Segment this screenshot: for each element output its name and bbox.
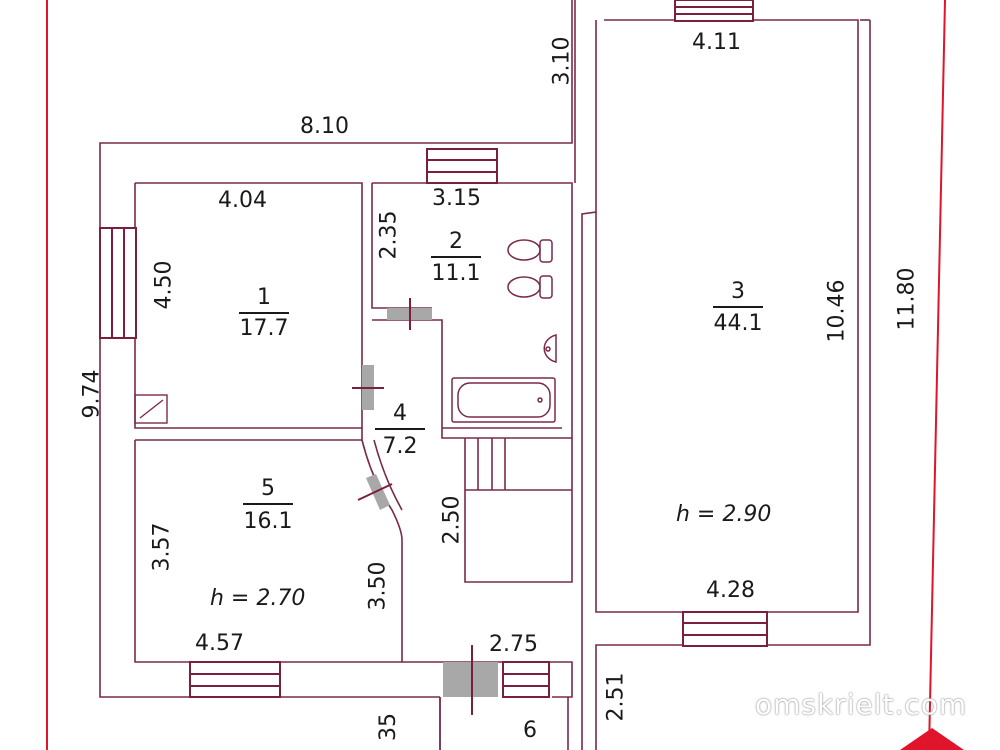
dim-4-04: 4.04 — [218, 188, 267, 213]
room-5-number: 5 — [261, 476, 275, 501]
room-2-area: 11.1 — [431, 261, 481, 286]
vent-shaft — [134, 394, 168, 424]
door-marks — [352, 298, 473, 715]
dim-3-10: 3.10 — [549, 36, 575, 86]
window-bottom-room3 — [682, 611, 768, 647]
dim-8-10: 8.10 — [300, 114, 349, 139]
bathtub — [451, 377, 556, 423]
dim-4-11: 4.11 — [692, 30, 741, 55]
dim-4-28: 4.28 — [706, 578, 755, 603]
window-top-room3 — [674, 0, 754, 22]
dim-11-80: 11.80 — [894, 267, 920, 331]
dim-2-50: 2.50 — [439, 495, 465, 545]
dim-9-74: 9.74 — [79, 369, 105, 419]
toilet-2 — [507, 275, 553, 299]
room-4-number: 4 — [393, 401, 407, 426]
room-3-divider — [713, 306, 763, 308]
room-2-divider — [431, 256, 481, 258]
dim-10-46: 10.46 — [824, 279, 850, 343]
height-right: h = 2.90 — [676, 502, 772, 527]
dim-2-51: 2.51 — [603, 672, 629, 722]
dim-2-35: 2.35 — [376, 210, 402, 260]
toilet-1 — [507, 239, 553, 263]
room-4-area: 7.2 — [382, 434, 418, 459]
room-5-divider — [243, 503, 293, 505]
room-6-number: 6 — [523, 718, 537, 743]
room-5-area: 16.1 — [243, 509, 293, 534]
room-4-divider — [375, 428, 425, 430]
room-1-number: 1 — [257, 285, 271, 310]
border-right-line — [928, 0, 946, 750]
dim-3-50: 3.50 — [365, 561, 391, 611]
windows — [99, 0, 768, 698]
room-1-divider — [239, 312, 289, 314]
watermark-text: omskrielt.com — [755, 688, 968, 721]
dim-4-50: 4.50 — [151, 260, 177, 310]
window-bottom-room5 — [189, 661, 281, 698]
dim-4-57: 4.57 — [195, 631, 244, 656]
dim-35: 35 — [376, 713, 401, 741]
height-left: h = 2.70 — [210, 586, 306, 611]
corner-marker — [900, 728, 964, 750]
window-top-room2 — [426, 148, 498, 184]
sink — [543, 334, 557, 363]
room-1-area: 17.7 — [239, 316, 289, 341]
window-left-room1 — [99, 227, 137, 339]
window-bottom-corridor — [502, 661, 550, 698]
room-2-number: 2 — [449, 229, 463, 254]
room-3-number: 3 — [731, 279, 745, 304]
door-room5 — [366, 474, 390, 510]
dim-2-75: 2.75 — [489, 632, 538, 657]
sanitary-fixtures — [451, 239, 557, 423]
room-3-area: 44.1 — [713, 311, 763, 336]
doors — [362, 308, 498, 697]
dim-3-15: 3.15 — [432, 186, 481, 211]
door-entrance — [443, 662, 498, 697]
dim-3-57: 3.57 — [149, 522, 175, 572]
